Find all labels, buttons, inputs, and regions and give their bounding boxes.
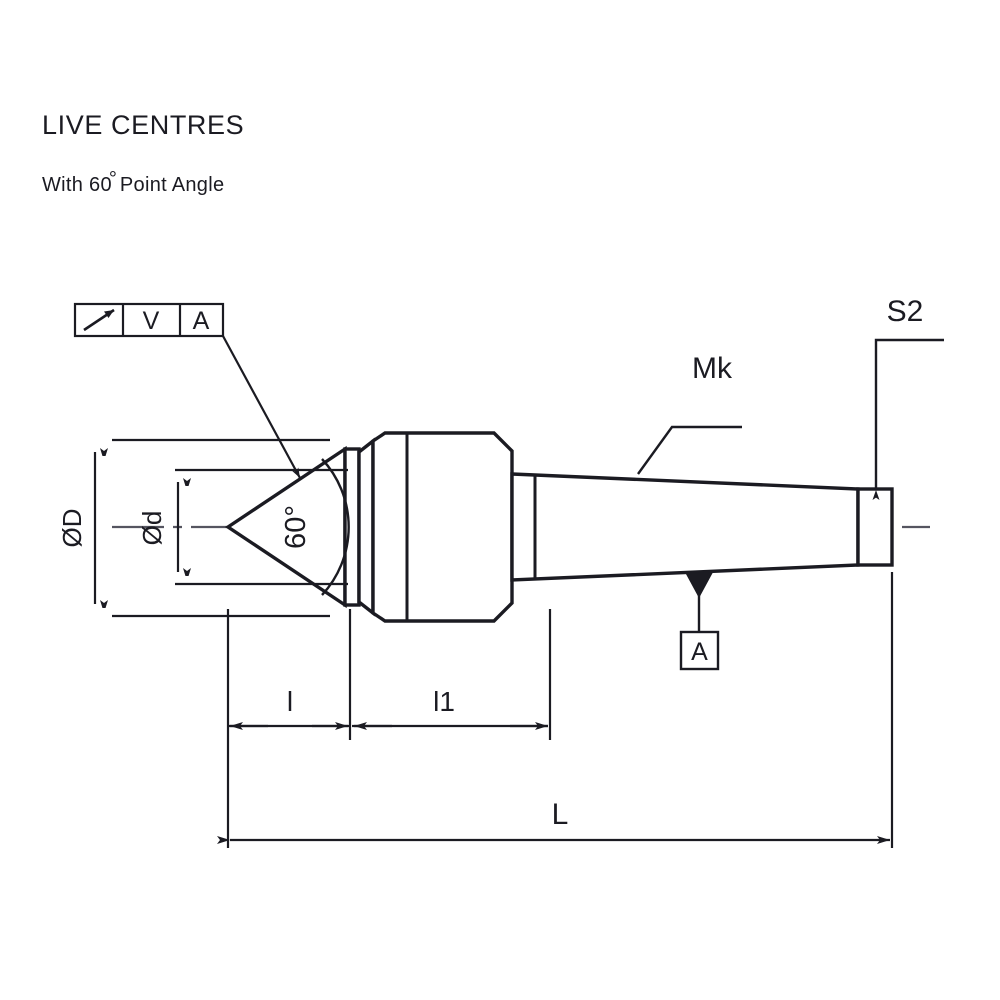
feature-control-frame[interactable]: V A <box>73 302 301 479</box>
point-angle-label: 60° <box>280 505 312 549</box>
page-title: LIVE CENTRES <box>42 110 245 140</box>
s2-leader-line <box>872 338 944 500</box>
datum-box <box>679 630 720 671</box>
title-block: LIVE CENTRES With 60°Point Angle <box>42 110 562 197</box>
tolerance-frame-leader <box>222 335 301 479</box>
tolerance-frame-box <box>73 302 225 338</box>
subtitle-before: With 60 <box>42 174 112 196</box>
s2-label: S2 <box>887 295 924 328</box>
mk-label: Mk <box>692 352 733 385</box>
live-centre-body <box>224 431 894 623</box>
dimension-length-l1: l1 <box>352 609 552 740</box>
dimension-length-l: l <box>226 609 352 740</box>
l-label: l <box>287 686 293 717</box>
dimension-diameter-minor: Ød <box>137 468 348 586</box>
dimension-diameter-major: ØD <box>57 438 330 618</box>
tolerance-value-label: V <box>143 307 160 335</box>
circular-runout-icon <box>83 308 115 332</box>
point-angle-annotation: 60° <box>280 458 350 596</box>
page-subtitle: With 60°Point Angle <box>42 168 225 197</box>
datum-reference-label: A <box>193 307 210 335</box>
tang-callout: S2 <box>872 295 944 500</box>
bevel-ring <box>357 437 375 617</box>
dimension-length-total: L <box>217 572 894 848</box>
morse-taper-callout: Mk <box>637 352 742 475</box>
l1-label: l1 <box>433 686 455 717</box>
subtitle-after: Point Angle <box>119 174 225 196</box>
collar-ring <box>343 447 361 607</box>
datum-label: A <box>691 638 708 666</box>
tang-end <box>856 487 894 567</box>
d-label: Ød <box>137 511 167 546</box>
od-label: ØD <box>57 509 87 548</box>
morse-taper-shank <box>510 472 860 582</box>
mk-leader-line <box>637 425 742 475</box>
datum-triangle-icon <box>684 571 714 599</box>
angle-arc <box>321 458 350 596</box>
L-label: L <box>552 798 569 831</box>
degree-symbol: ° <box>108 168 117 190</box>
body-cylinder <box>371 431 514 623</box>
datum-feature-a[interactable]: A <box>679 571 720 671</box>
